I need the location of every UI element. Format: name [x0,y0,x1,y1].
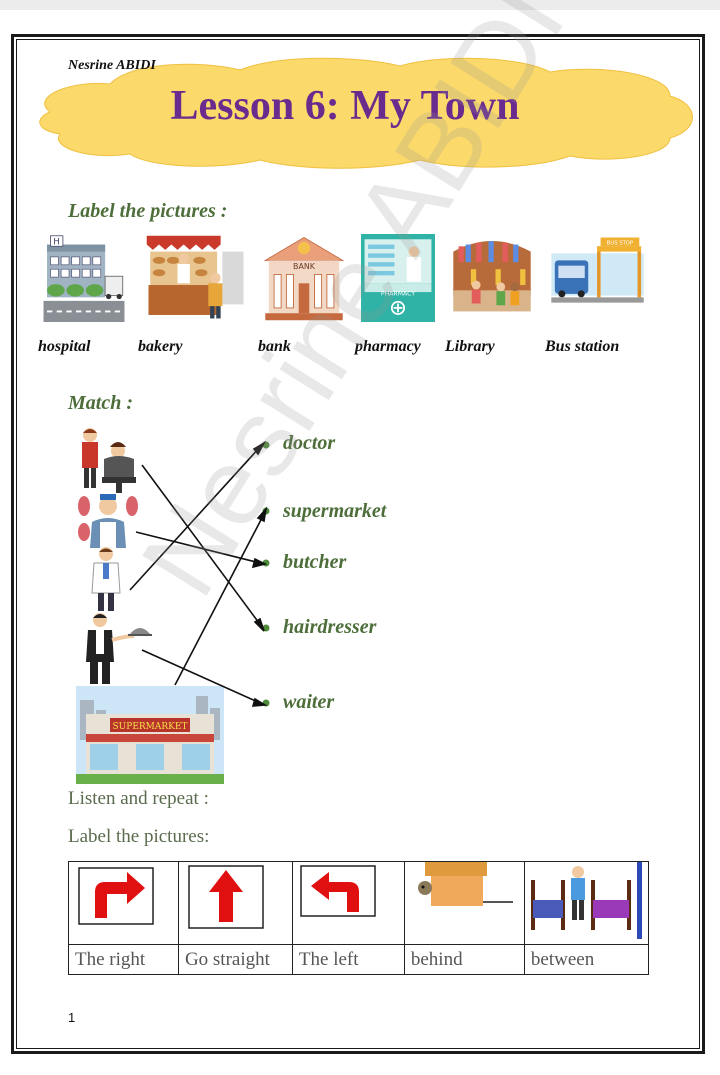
bakery-picture [146,234,246,322]
label-behind: behind [403,944,525,975]
label-right: The right [68,944,179,975]
label-library: Library [445,338,495,355]
pharmacy-sign: PHARMACY [381,291,415,298]
hairdresser-picture [82,428,136,493]
right-cell [68,861,179,945]
supermarket-sign: SUPERMARKET [113,722,188,732]
label-bakery: bakery [138,338,183,355]
pharmacy-picture: PHARMACY [361,234,435,322]
page-title: Lesson 6: My Town [170,83,520,129]
hospital-picture: H [43,235,125,322]
page-border-outer [11,34,705,1054]
listen-repeat-text: Listen and repeat : [68,788,209,809]
word-doctor: doctor [283,432,336,454]
straight-cell [177,861,293,945]
butcher-picture [78,494,138,548]
directions-table: The right Go straight The left behind be… [68,861,650,975]
bank-picture: BANK [263,237,345,321]
go-straight-arrow-icon [188,865,264,929]
doctor-picture [91,547,121,611]
label-hospital: hospital [38,338,91,355]
label-bank: bank [258,338,291,355]
behind-picture [417,862,513,906]
match-heading: Match : [68,392,133,414]
word-hairdresser: hairdresser [283,616,377,638]
page-border-inner [16,39,700,1049]
between-picture [530,862,642,939]
label-between: between [523,944,650,975]
between-cell [523,861,650,945]
label-heading: Label the pictures : [68,200,228,222]
label-left: The left [291,944,405,975]
waiter-picture [86,613,152,684]
label-go-straight: Go straight [177,944,293,975]
label2-heading: Label the pictures: [68,826,210,847]
library-picture [453,241,531,312]
page-number: 1 [68,1010,76,1025]
bank-sign: BANK [293,262,316,271]
author-name: Nesrine ABIDI [68,58,156,73]
supermarket-picture: SUPERMARKET [76,686,224,784]
left-cell [291,861,405,945]
word-supermarket: supermarket [283,500,387,522]
bus-station-picture: BUS STOP [551,234,644,322]
word-waiter: waiter [283,691,335,713]
turn-left-arrow-icon [300,865,376,917]
turn-right-arrow-icon [78,867,154,925]
word-butcher: butcher [283,551,347,573]
title-cloud [39,57,693,169]
svg-text:H: H [53,238,60,248]
behind-cell [403,861,525,945]
top-bar [0,0,720,10]
label-bus-station: Bus station [545,338,620,355]
bus-stop-sign: BUS STOP [607,241,633,247]
label-pharmacy: pharmacy [355,338,421,355]
